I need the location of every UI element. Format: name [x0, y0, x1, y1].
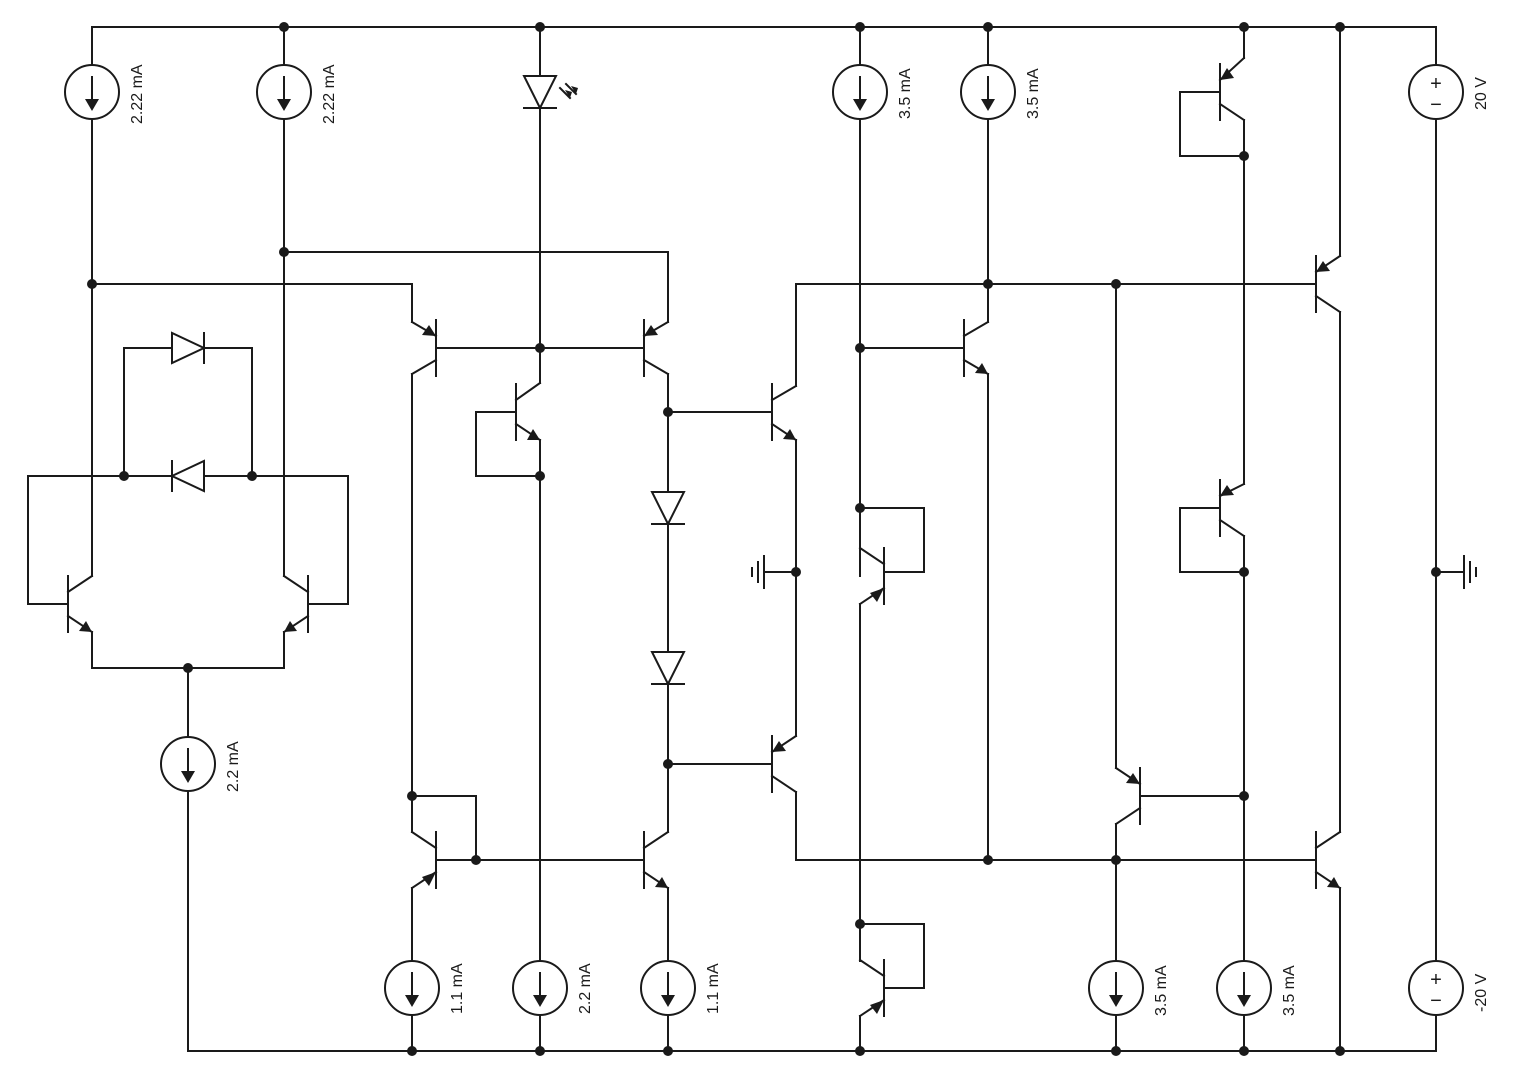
transistor-q6	[410, 830, 438, 890]
current-source-tail: 2.2 mA	[160, 736, 242, 792]
ground-symbol-left	[751, 555, 765, 589]
voltage-label-negative: -20 V	[1473, 973, 1490, 1012]
plus-sign-icon: +	[1430, 73, 1442, 95]
voltage-source-positive: + − 20 V	[1408, 64, 1490, 120]
minus-sign-icon: −	[1430, 94, 1442, 116]
current-source-top-4: 3.5 mA	[960, 64, 1042, 120]
diode-d1	[171, 331, 207, 365]
current-source-bottom-3: 1.1 mA	[640, 960, 722, 1016]
transistor-q10	[962, 319, 990, 377]
diodes	[169, 75, 686, 687]
current-source-top-2: 2.22 mA	[256, 64, 338, 124]
current-source-bottom-4: 3.5 mA	[1088, 960, 1170, 1016]
diode-d2	[169, 459, 205, 493]
current-label-top-4: 3.5 mA	[1025, 68, 1042, 119]
current-label-bottom-4: 3.5 mA	[1153, 965, 1170, 1016]
current-label-top-3: 3.5 mA	[897, 68, 914, 119]
diode-d4	[650, 651, 686, 687]
junction-dots	[87, 22, 1441, 1056]
voltage-source-negative: + − -20 V	[1408, 960, 1490, 1016]
minus-sign-icon: −	[1430, 990, 1442, 1012]
current-sources: 2.22 mA 2.22 mA 3.5 mA 3.5 mA 2.2 mA 1.1…	[64, 64, 1298, 1016]
grounds	[751, 555, 1477, 589]
current-label-top-2: 2.22 mA	[321, 64, 338, 124]
voltage-label-positive: 20 V	[1473, 77, 1490, 110]
transistor-q16	[1314, 254, 1342, 314]
current-label-bottom-2: 2.2 mA	[577, 963, 594, 1014]
plus-sign-icon: +	[1430, 969, 1442, 991]
transistor-q15	[1114, 766, 1142, 826]
current-source-top-1: 2.22 mA	[64, 64, 146, 124]
transistor-q11	[858, 546, 886, 606]
current-label-bottom-1: 1.1 mA	[449, 963, 466, 1014]
transistor-q5	[514, 381, 542, 442]
transistors	[66, 56, 1342, 1018]
transistor-q8	[770, 383, 798, 442]
transistor-q14	[1218, 479, 1246, 538]
current-label-tail: 2.2 mA	[225, 741, 242, 792]
current-source-bottom-2: 2.2 mA	[512, 960, 594, 1016]
current-source-bottom-5: 3.5 mA	[1216, 960, 1298, 1016]
transistor-q4	[642, 319, 670, 377]
transistor-q9	[770, 734, 798, 794]
transistor-q12	[858, 958, 886, 1018]
current-source-bottom-1: 1.1 mA	[384, 960, 466, 1016]
transistor-q1	[66, 574, 94, 634]
current-label-bottom-3: 1.1 mA	[705, 963, 722, 1014]
ground-symbol-right	[1463, 555, 1477, 589]
transistor-q3	[410, 319, 438, 377]
led-d5	[522, 75, 578, 111]
current-label-bottom-5: 3.5 mA	[1281, 965, 1298, 1016]
transistor-q7	[642, 830, 670, 890]
transistor-q17	[1314, 830, 1342, 890]
transistor-q13	[1218, 56, 1246, 122]
current-label-top-1: 2.22 mA	[129, 64, 146, 124]
voltage-sources: + − 20 V + − -20 V	[1408, 64, 1490, 1016]
current-source-top-3: 3.5 mA	[832, 64, 914, 120]
wires	[27, 26, 1465, 1052]
transistor-q2	[282, 574, 310, 634]
diode-d3	[650, 491, 686, 527]
